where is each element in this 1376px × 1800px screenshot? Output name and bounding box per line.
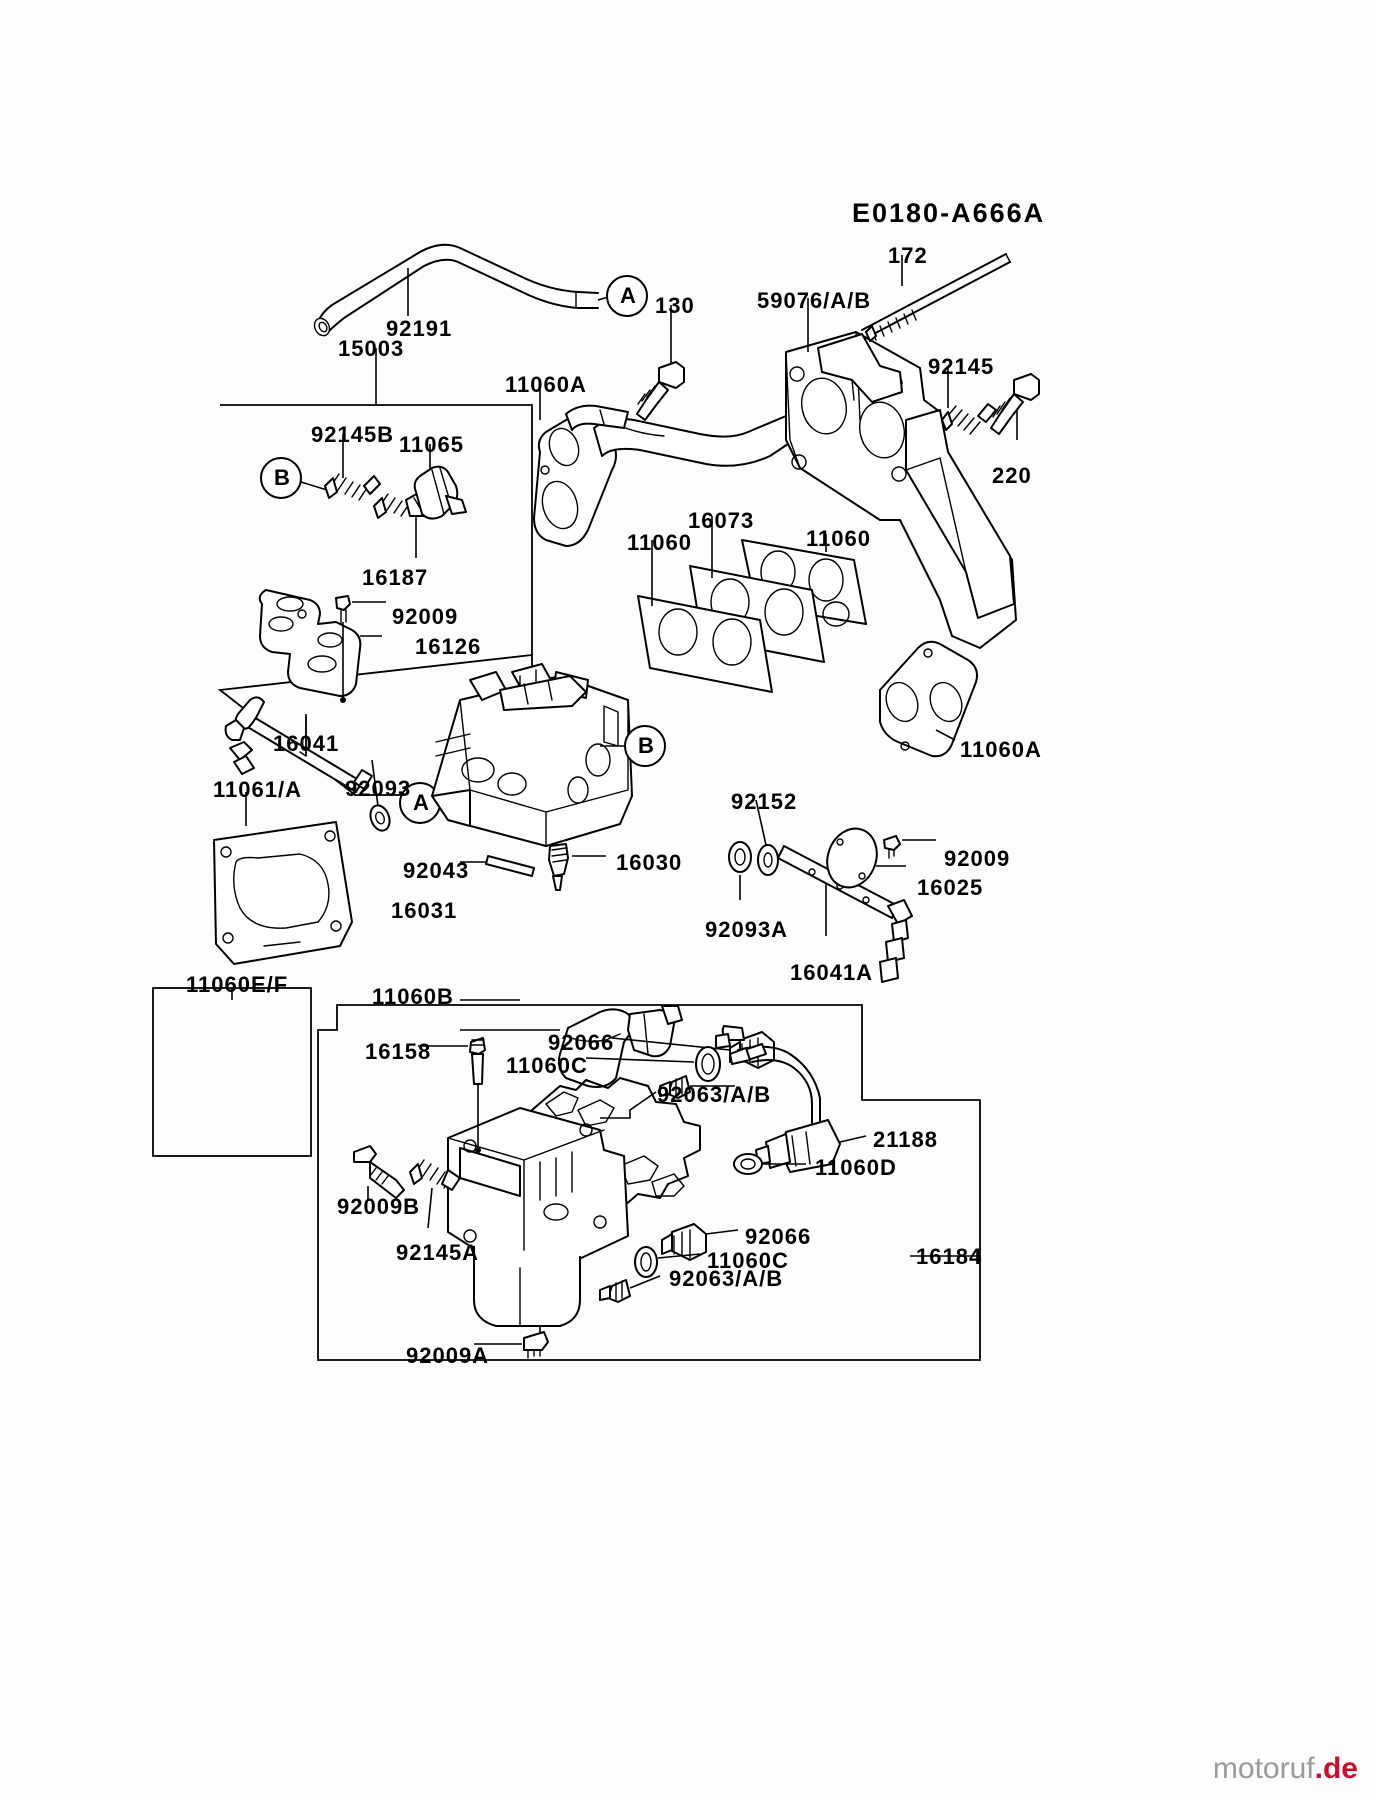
part-21188-solenoid <box>715 1025 867 1173</box>
part-carburetor-body <box>431 663 633 847</box>
part-16041-throttle-shaft <box>224 696 373 793</box>
part-label-11060A-1: 11060A <box>505 372 587 397</box>
part-59076-manifold-body <box>785 298 1017 649</box>
part-label-130: 130 <box>655 293 695 318</box>
part-label-11060EF: 11060E/F <box>186 972 289 997</box>
part-label-16025: 16025 <box>917 875 984 900</box>
watermark: motoruf.de <box>1213 1752 1358 1786</box>
part-11060-gasket-lower <box>637 540 773 693</box>
part-92009B-screw <box>353 1145 405 1200</box>
part-11060C-oring-lower <box>634 1246 701 1278</box>
part-label-11061A: 11061/A <box>213 777 302 802</box>
part-220-bolt <box>990 373 1040 440</box>
part-16031-float <box>460 1005 683 1088</box>
part-intake-manifold-pipe <box>565 404 801 467</box>
part-label-92145A: 92145A <box>396 1240 480 1265</box>
part-label-59076: 59076/A/B <box>757 288 872 313</box>
part-172-rod <box>861 253 1011 342</box>
part-label-92009B: 92009B <box>337 1194 421 1219</box>
part-label-92093: 92093 <box>345 776 412 801</box>
part-label-16031: 16031 <box>391 898 458 923</box>
part-11061A-gasket <box>213 792 353 965</box>
callout-label-B-mid: B <box>638 733 655 758</box>
part-label-92009A: 92009A <box>406 1343 490 1368</box>
part-16158-jet <box>418 1037 486 1153</box>
part-130-bolt <box>636 305 685 421</box>
part-label-92066-2: 92066 <box>745 1224 812 1249</box>
part-label-172: 172 <box>888 243 928 268</box>
rod-thread-172 <box>865 309 917 342</box>
part-92066-plug-lower <box>661 1223 739 1261</box>
callout-marker-B-mid <box>600 725 666 767</box>
part-92093-washer <box>369 759 391 832</box>
part-label-92191: 92191 <box>386 316 453 341</box>
part-label-220: 220 <box>992 463 1032 488</box>
part-92063-jet-lower <box>599 1275 661 1303</box>
part-92063-jet-upper <box>600 1075 735 1119</box>
part-label-16187: 16187 <box>362 565 429 590</box>
part-label-11060-2: 11060 <box>806 526 871 551</box>
part-92043-pin <box>460 855 535 877</box>
part-label-92063-2: 92063/A/B <box>669 1266 784 1291</box>
part-label-92063-1: 92063/A/B <box>657 1082 772 1107</box>
part-label-21188: 21188 <box>873 1127 938 1152</box>
part-label-16041A: 16041A <box>790 960 874 985</box>
part-16126-bracket <box>258 589 382 697</box>
part-label-15003: 15003 <box>338 336 405 361</box>
part-label-16184: 16184 <box>916 1244 983 1269</box>
diagram-title: E0180-A666A <box>852 198 1046 228</box>
callout-marker-A-top <box>606 275 648 317</box>
part-11060A-gasket-left <box>533 383 617 547</box>
part-label-16158: 16158 <box>365 1039 432 1064</box>
part-label-16030: 16030 <box>616 850 683 875</box>
callout-label-A-mid: A <box>413 790 430 815</box>
part-label-11060C-1: 11060C <box>506 1053 588 1078</box>
part-11060D-oring <box>733 1153 806 1175</box>
group-box-11060EF <box>152 987 312 1157</box>
part-92093A-washer <box>728 841 752 900</box>
part-92145B-spring <box>324 434 381 501</box>
part-label-16126: 16126 <box>415 634 482 659</box>
part-92191-hose <box>313 243 613 337</box>
part-label-11065: 11065 <box>399 432 464 457</box>
part-16025-plate <box>826 827 906 889</box>
part-label-92152: 92152 <box>731 789 798 814</box>
part-label-11060D: 11060D <box>815 1155 897 1180</box>
part-label-92093A: 92093A <box>705 917 789 942</box>
part-float-bowl <box>447 1107 629 1344</box>
part-label-11060C-2: 11060C <box>707 1248 789 1273</box>
part-label-92009-2: 92009 <box>944 846 1011 871</box>
part-11065-cap <box>413 444 467 520</box>
part-11060A-gasket-right <box>879 640 978 758</box>
part-16030-needle-valve <box>548 843 606 891</box>
callout-label-A-top: A <box>620 283 637 308</box>
part-label-92009: 92009 <box>392 604 459 629</box>
part-92145A-spring <box>409 1159 461 1229</box>
part-label-11060-1: 11060 <box>627 530 692 555</box>
part-92145-spring <box>941 368 997 435</box>
part-label-16073: 16073 <box>688 508 755 533</box>
group-box-16184 <box>317 1004 981 1361</box>
part-92009A-screw <box>474 1331 549 1359</box>
part-92009-screw-2 <box>883 835 936 859</box>
watermark-prefix: motoruf <box>1212 1752 1315 1785</box>
part-92009-screw <box>335 595 386 703</box>
callout-marker-B-left <box>260 457 328 499</box>
part-label-92043: 92043 <box>403 858 470 883</box>
part-label-92145: 92145 <box>928 354 995 379</box>
part-label-11060A-2: 11060A <box>960 737 1042 762</box>
watermark-suffix: .de <box>1314 1752 1358 1785</box>
part-label-16041: 16041 <box>273 731 340 756</box>
callout-label-B-left: B <box>274 465 291 490</box>
part-11060C-oring-upper <box>585 1046 721 1082</box>
part-label-92066-1: 92066 <box>548 1030 615 1055</box>
part-label-92145B: 92145B <box>311 422 395 447</box>
part-92152-collar <box>755 799 779 876</box>
part-label-11060B: 11060B <box>372 984 454 1009</box>
